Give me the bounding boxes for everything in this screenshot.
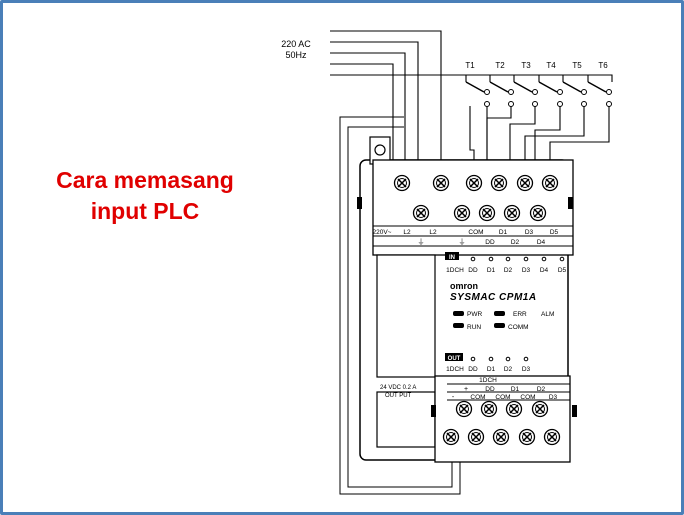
- input-label: D1: [499, 229, 508, 236]
- supply-wires: [330, 30, 613, 173]
- input-label: DD: [485, 239, 495, 246]
- switch-label: T3: [521, 61, 531, 70]
- caption-line-1: Cara memasang: [56, 167, 234, 193]
- out-led-label: D2: [504, 366, 513, 373]
- terminal-screw[interactable]: [467, 428, 485, 446]
- output-label: D3: [549, 394, 558, 401]
- input-label: D2: [511, 239, 520, 246]
- terminal-screw[interactable]: [505, 400, 523, 418]
- switch-t3[interactable]: T3: [513, 61, 538, 107]
- terminal-screw[interactable]: [543, 428, 561, 446]
- out-led-label: D3: [522, 366, 531, 373]
- terminal-screw[interactable]: [490, 174, 508, 192]
- output-label-strip: 24 VDC 0.2 A OUT PUT 1DCH + DD D1 D2 - C…: [380, 377, 570, 401]
- switch-t2[interactable]: T2: [489, 61, 514, 107]
- terminal-screw[interactable]: [529, 204, 547, 222]
- out-label: OUT: [448, 356, 461, 362]
- terminal-screw[interactable]: [516, 174, 534, 192]
- input-label: COM: [468, 229, 483, 236]
- terminal-screw[interactable]: [393, 174, 411, 192]
- model-name: SYSMAC CPM1A: [450, 292, 537, 303]
- in-led-label: D4: [540, 267, 549, 274]
- terminal-screw[interactable]: [478, 204, 496, 222]
- terminal-screw[interactable]: [503, 204, 521, 222]
- switch-t4[interactable]: T4: [538, 61, 563, 107]
- switch-label: T2: [495, 61, 505, 70]
- left-panel: [3, 3, 271, 512]
- terminal-screw[interactable]: [465, 174, 483, 192]
- power-terminal-label: 220V~: [373, 229, 392, 236]
- slide-caption: Cara memasang input PLC: [20, 165, 270, 227]
- status-led-label: RUN: [467, 324, 481, 331]
- in-label: IN: [449, 255, 455, 261]
- output-label: COM: [495, 394, 510, 401]
- switch-bank: T1 T2 T3 T4 T5: [465, 61, 612, 107]
- switch-label: T1: [465, 61, 475, 70]
- supply-out-label: OUT PUT: [385, 393, 412, 399]
- ground-symbol: ⏚: [418, 238, 425, 246]
- output-label: D1: [511, 386, 520, 393]
- out-led-label: DD: [468, 366, 478, 373]
- output-label: COM: [470, 394, 485, 401]
- power-terminal-label: L2: [429, 229, 437, 236]
- terminal-screw[interactable]: [442, 428, 460, 446]
- status-led-label: COMM: [508, 324, 529, 331]
- in-led-label: D2: [504, 267, 513, 274]
- power-module-lower: [376, 391, 436, 448]
- terminal-screw[interactable]: [480, 400, 498, 418]
- status-led-panel: PWR ERR ALM RUN COMM: [453, 311, 554, 331]
- terminal-screw[interactable]: [531, 400, 549, 418]
- supply-voltage: 220 AC: [281, 39, 311, 49]
- caption-line-2: input PLC: [90, 198, 200, 224]
- output-label: -: [452, 394, 455, 401]
- brand-logo: omron: [450, 281, 478, 291]
- terminal-screw[interactable]: [455, 400, 473, 418]
- input-label: D3: [525, 229, 534, 236]
- switch-label: T6: [598, 61, 608, 70]
- in-led-label: DD: [468, 267, 478, 274]
- in-led-label: D1: [487, 267, 496, 274]
- input-label: D5: [550, 229, 559, 236]
- return-wires: [339, 116, 461, 495]
- in-channel: 1DCH: [446, 267, 464, 274]
- input-led-panel: IN 1DCH DD D1 D2 D3 D4 D5: [445, 252, 567, 274]
- supply-frequency: 50Hz: [285, 50, 307, 60]
- out-led-label: D1: [487, 366, 496, 373]
- switch-label: T5: [572, 61, 582, 70]
- status-led-label: PWR: [467, 311, 482, 318]
- terminal-screw[interactable]: [453, 204, 471, 222]
- status-led-label: ERR: [513, 311, 527, 318]
- terminal-screw[interactable]: [432, 174, 450, 192]
- power-module: [376, 254, 436, 378]
- ground-symbol: ⏚: [459, 238, 466, 246]
- terminal-screw[interactable]: [541, 174, 559, 192]
- terminal-screw[interactable]: [412, 204, 430, 222]
- input-label-strip: 220V~ L2 L2 ⏚ ⏚ COM D1 D3 D5 DD D2 D4: [373, 225, 573, 247]
- terminal-screw[interactable]: [518, 428, 536, 446]
- output-terminal-block: [434, 375, 571, 463]
- output-led-panel: OUT 1DCH DD D1 D2 D3: [445, 353, 531, 373]
- supply-out-label: 24 VDC 0.2 A: [380, 385, 416, 391]
- switch-t1[interactable]: T1: [465, 61, 490, 107]
- switch-t5[interactable]: T5: [562, 61, 587, 107]
- in-led-label: D3: [522, 267, 531, 274]
- in-led-label: D5: [558, 267, 567, 274]
- status-led-label: ALM: [541, 311, 554, 318]
- output-label: DD: [485, 386, 495, 393]
- right-panel: [623, 3, 681, 512]
- switch-label: T4: [546, 61, 556, 70]
- terminal-screw[interactable]: [492, 428, 510, 446]
- output-label: COM: [520, 394, 535, 401]
- out-channel: 1DCH: [446, 366, 464, 373]
- switch-t6[interactable]: T6: [587, 61, 612, 107]
- output-label: +: [464, 386, 468, 393]
- out-channel-row: 1DCH: [479, 377, 497, 384]
- output-label: D2: [537, 386, 546, 393]
- input-label: D4: [537, 239, 546, 246]
- power-terminal-label: L2: [403, 229, 411, 236]
